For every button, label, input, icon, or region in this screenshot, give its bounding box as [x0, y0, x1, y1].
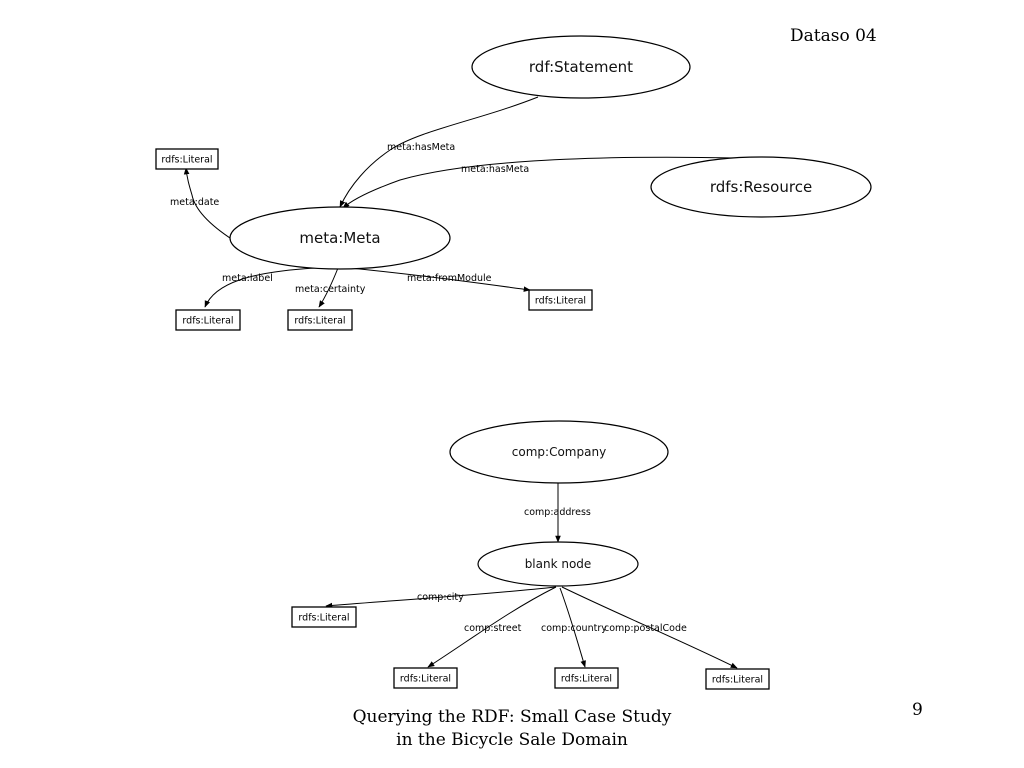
node-literal-country: rdfs:Literal — [554, 667, 619, 689]
node-comp-company: comp:Company — [449, 420, 669, 484]
edge-city — [325, 586, 557, 609]
node-rdf-statement: rdf:Statement — [471, 35, 691, 99]
edge-hasmeta-resource — [342, 156, 739, 209]
caption-line-1: Querying the RDF: Small Case Study — [352, 707, 672, 727]
node-literal-street: rdfs:Literal — [393, 667, 458, 689]
node-label-meta-meta: meta:Meta — [299, 229, 380, 247]
node-rdfs-resource: rdfs:Resource — [650, 156, 872, 218]
node-literal-postal: rdfs:Literal — [705, 668, 770, 690]
slide-caption: Querying the RDF: Small Case Study in th… — [300, 706, 724, 752]
edge-label-address: comp:address — [524, 507, 591, 518]
node-label-literal-certainty: rdfs:Literal — [294, 316, 345, 327]
node-blank-node: blank node — [477, 541, 639, 587]
edge-postal-code — [561, 586, 738, 669]
node-label-literal-country: rdfs:Literal — [561, 674, 612, 685]
node-label-blank-node: blank node — [525, 557, 592, 571]
edge-street — [427, 586, 557, 668]
edge-date — [183, 167, 234, 241]
edge-label-hasmeta-resource: meta:hasMeta — [461, 164, 529, 175]
edge-label-street: comp:street — [464, 623, 522, 634]
node-literal-label: rdfs:Literal — [175, 309, 241, 331]
edge-label-city: comp:city — [417, 592, 464, 603]
node-meta-meta: meta:Meta — [229, 206, 451, 270]
node-label-literal-city: rdfs:Literal — [298, 613, 349, 624]
edge-label-postal-code: comp:postalCode — [604, 623, 687, 634]
node-label-literal-date: rdfs:Literal — [161, 155, 212, 166]
edge-label — [204, 267, 316, 308]
edge-label-hasmeta-statement: meta:hasMeta — [387, 142, 455, 153]
edge-label-date: meta:date — [170, 197, 219, 208]
edge-label-certainty: meta:certainty — [295, 284, 366, 295]
node-label-rdf-statement: rdf:Statement — [529, 58, 633, 76]
node-label-literal-postal: rdfs:Literal — [712, 675, 763, 686]
node-literal-module: rdfs:Literal — [528, 289, 593, 311]
meta-diagram: meta:hasMeta meta:hasMeta meta:date meta… — [155, 35, 872, 331]
node-literal-city: rdfs:Literal — [291, 606, 357, 628]
node-label-rdfs-resource: rdfs:Resource — [710, 178, 812, 196]
company-diagram: comp:address comp:city comp:street comp:… — [291, 420, 770, 690]
edge-certainty — [318, 267, 339, 308]
edge-country — [559, 587, 586, 668]
node-literal-date: rdfs:Literal — [155, 148, 219, 170]
node-label-comp-company: comp:Company — [512, 445, 606, 459]
edge-label-country: comp:country — [541, 623, 607, 634]
page-number: 9 — [912, 700, 923, 720]
node-literal-certainty: rdfs:Literal — [287, 309, 353, 331]
edge-hasmeta-statement — [339, 96, 539, 208]
node-label-literal-label: rdfs:Literal — [182, 316, 233, 327]
edge-from-module — [349, 267, 531, 292]
edge-label-from-module: meta:fromModule — [407, 273, 492, 284]
caption-line-2: in the Bicycle Sale Domain — [396, 730, 628, 750]
node-label-literal-street: rdfs:Literal — [400, 674, 451, 685]
node-label-literal-module: rdfs:Literal — [535, 296, 586, 307]
edge-label-label: meta:label — [222, 273, 273, 284]
